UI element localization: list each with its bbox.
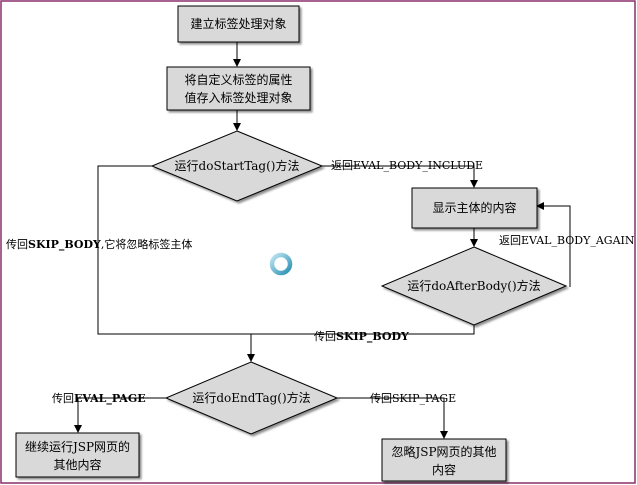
label-eval-body-again: 返回EVAL_BODY_AGAIN [499,234,635,247]
decision-do-start-tag: 运行doStartTag()方法 [150,130,324,202]
node-continue-jsp-line2: 其他内容 [53,457,101,472]
arrow-eval-page [74,397,166,433]
node-create-handler-label: 建立标签处理对象 [190,16,286,31]
decision-do-start-tag-label: 运行doStartTag()方法 [175,158,300,173]
connectors [74,42,571,439]
label-skip-page: 传回SKIP_PAGE [370,392,456,405]
node-show-body-label: 显示主体的内容 [432,200,516,215]
node-set-attributes-line2: 值存入标签处理对象 [184,90,292,105]
arrow-eval-body-again [536,202,571,287]
node-set-attributes-line1: 将自定义标签的属性 [184,72,292,87]
node-skip-jsp: 忽略JSP网页的其他 内容 [381,438,507,482]
node-continue-jsp-line1: 继续运行JSP网页的 [25,439,130,454]
label-skip-body-bottom: 传回SKIP_BODY [314,330,409,344]
node-set-attributes: 将自定义标签的属性 值存入标签处理对象 [166,66,311,111]
decision-do-end-tag-label: 运行doEndTag()方法 [192,390,310,405]
line-skip-body-bottom [251,324,475,335]
node-skip-jsp-line2: 内容 [432,462,456,477]
decision-do-after-body: 运行doAfterBody()方法 [380,246,568,326]
node-continue-jsp: 继续运行JSP网页的 其他内容 [15,432,140,478]
arrow-eval-body-include [322,165,478,188]
node-skip-jsp-line1: 忽略JSP网页的其他 [391,444,496,459]
decision-do-end-tag: 运行doEndTag()方法 [164,361,339,435]
arrow-skip-page [337,397,448,439]
label-eval-body-include: 返回EVAL_BODY_INCLUDE [331,159,483,172]
decision-do-after-body-label: 运行doAfterBody()方法 [407,278,540,293]
label-skip-body-left: 传回SKIP_BODY,它将忽略标签主体 [6,237,192,252]
node-create-handler: 建立标签处理对象 [177,5,300,43]
label-eval-page: 传回EVAL_PAGE [52,392,146,406]
line-skip-body-left [97,165,251,335]
node-show-body: 显示主体的内容 [411,187,538,229]
loading-spinner-icon [269,252,293,276]
